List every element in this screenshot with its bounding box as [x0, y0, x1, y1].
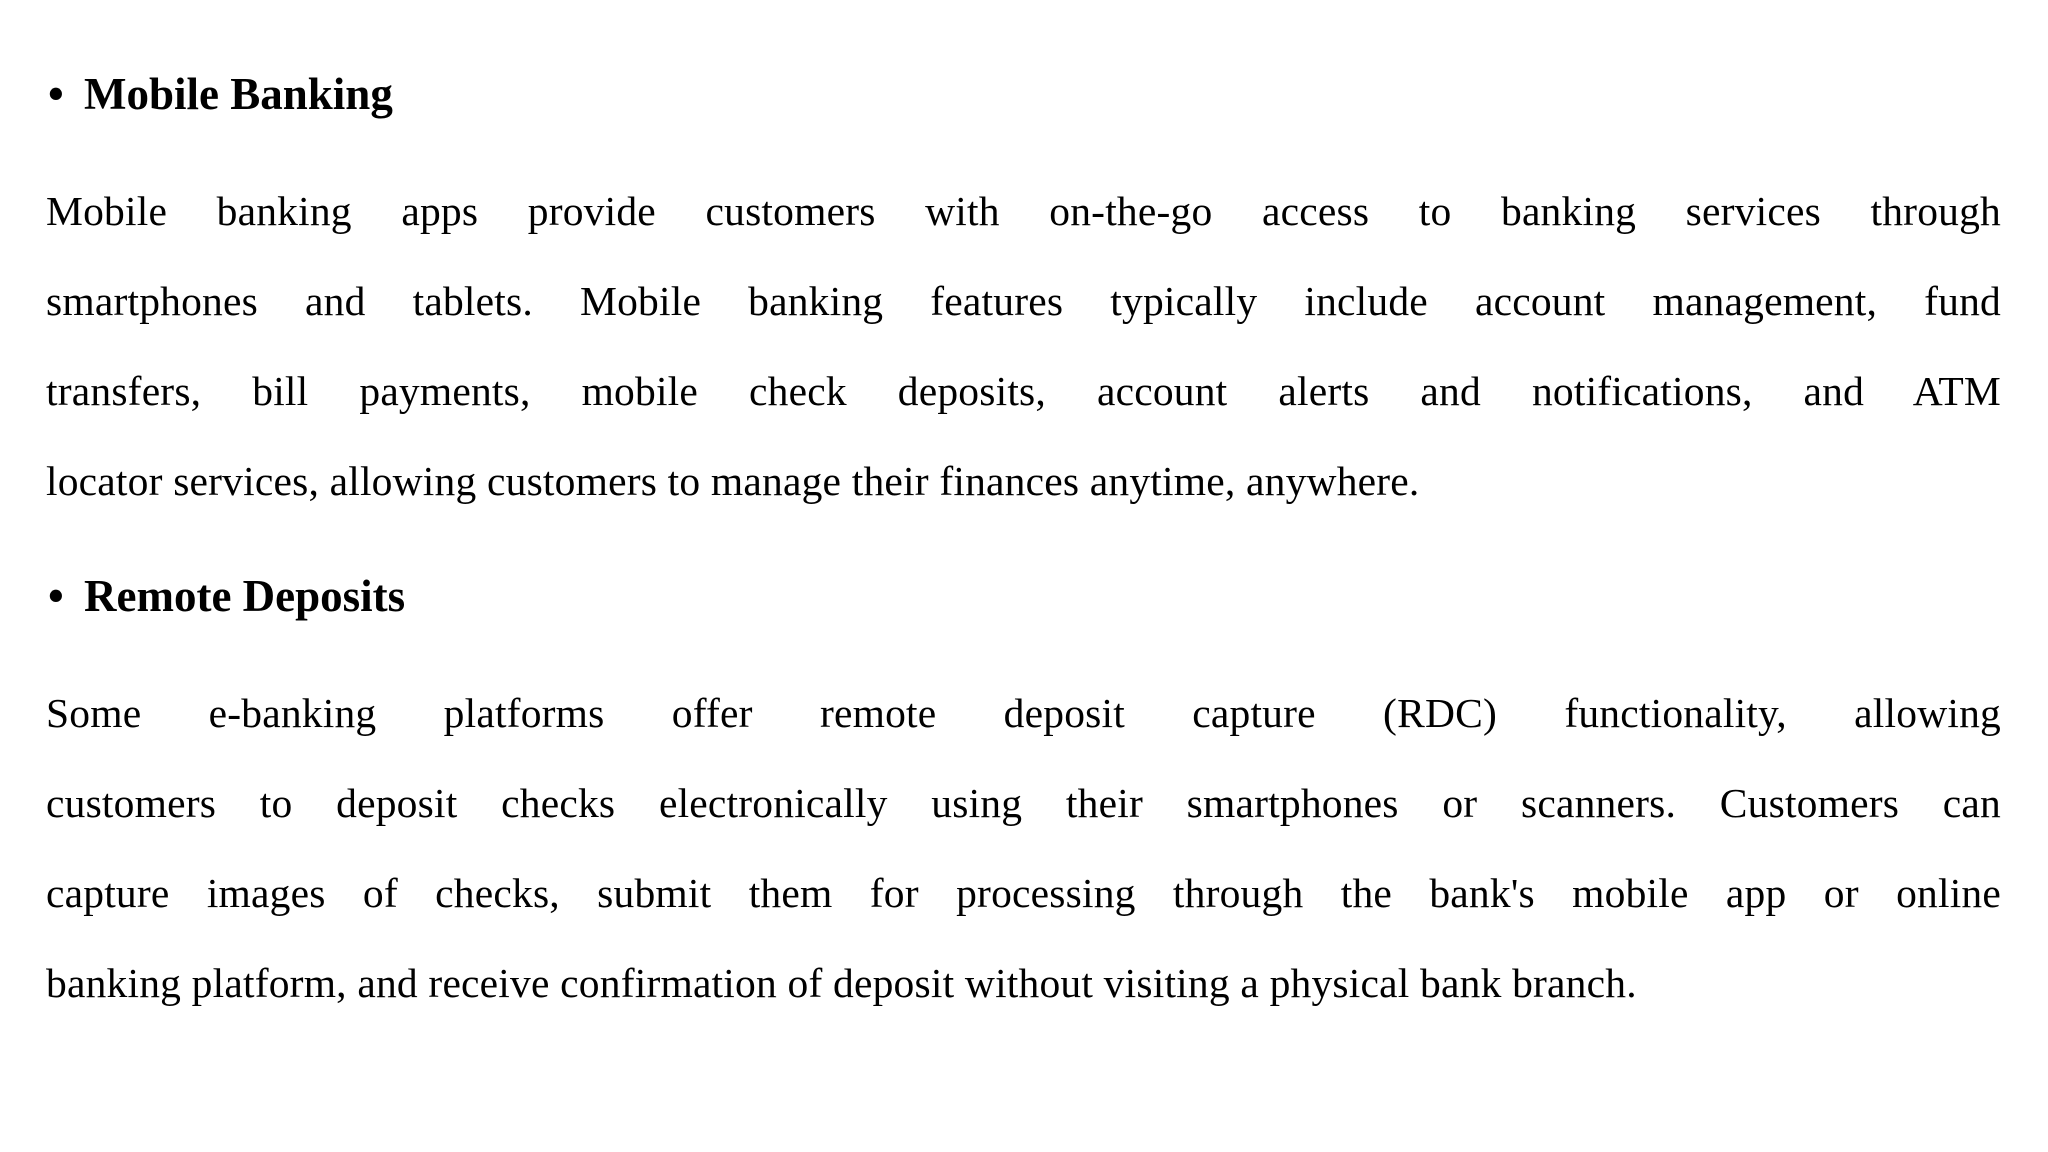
section-heading-mobile-banking: • Mobile Banking	[46, 70, 2001, 118]
paragraph-line: transfers, bill payments, mobile check d…	[46, 368, 2001, 414]
paragraph-mobile-banking: Mobile banking apps provide customers wi…	[46, 166, 2001, 526]
paragraph-line: locator services, allowing customers to …	[46, 458, 1420, 504]
bullet-icon: •	[48, 571, 64, 621]
paragraph-line: Some e-banking platforms offer remote de…	[46, 690, 2001, 736]
paragraph-line: Mobile banking apps provide customers wi…	[46, 188, 2001, 234]
bullet-icon: •	[48, 69, 64, 119]
paragraph-remote-deposits: Some e-banking platforms offer remote de…	[46, 668, 2001, 1028]
paragraph-line: customers to deposit checks electronical…	[46, 780, 2001, 826]
paragraph-line: smartphones and tablets. Mobile banking …	[46, 278, 2001, 324]
section-heading-text: Mobile Banking	[84, 69, 393, 119]
section-heading-remote-deposits: • Remote Deposits	[46, 572, 2001, 620]
paragraph-line: banking platform, and receive confirmati…	[46, 960, 1637, 1006]
paragraph-line: capture images of checks, submit them fo…	[46, 870, 2001, 916]
section-heading-text: Remote Deposits	[84, 571, 406, 621]
